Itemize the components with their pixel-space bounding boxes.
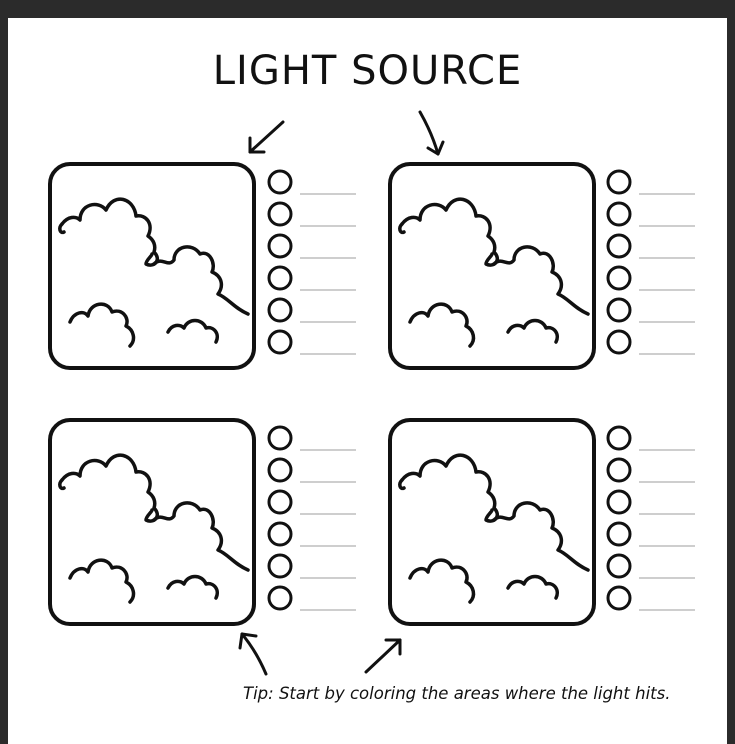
arrow-icon xyxy=(418,110,445,156)
swatch-list-4 xyxy=(606,425,697,612)
panel-2 xyxy=(388,162,596,370)
page-title: LIGHT SOURCE xyxy=(212,48,523,94)
panel-4 xyxy=(388,418,596,626)
arrow-icon xyxy=(248,120,285,154)
swatch-list-3 xyxy=(267,425,358,612)
swatch-list-1 xyxy=(267,169,358,356)
tip-text: Tip: Start by coloring the areas where t… xyxy=(243,684,671,703)
panel-1 xyxy=(48,162,256,370)
swatch-list-2 xyxy=(606,169,697,356)
panel-3 xyxy=(48,418,256,626)
arrow-icon xyxy=(364,638,402,674)
arrow-icon xyxy=(238,632,268,676)
